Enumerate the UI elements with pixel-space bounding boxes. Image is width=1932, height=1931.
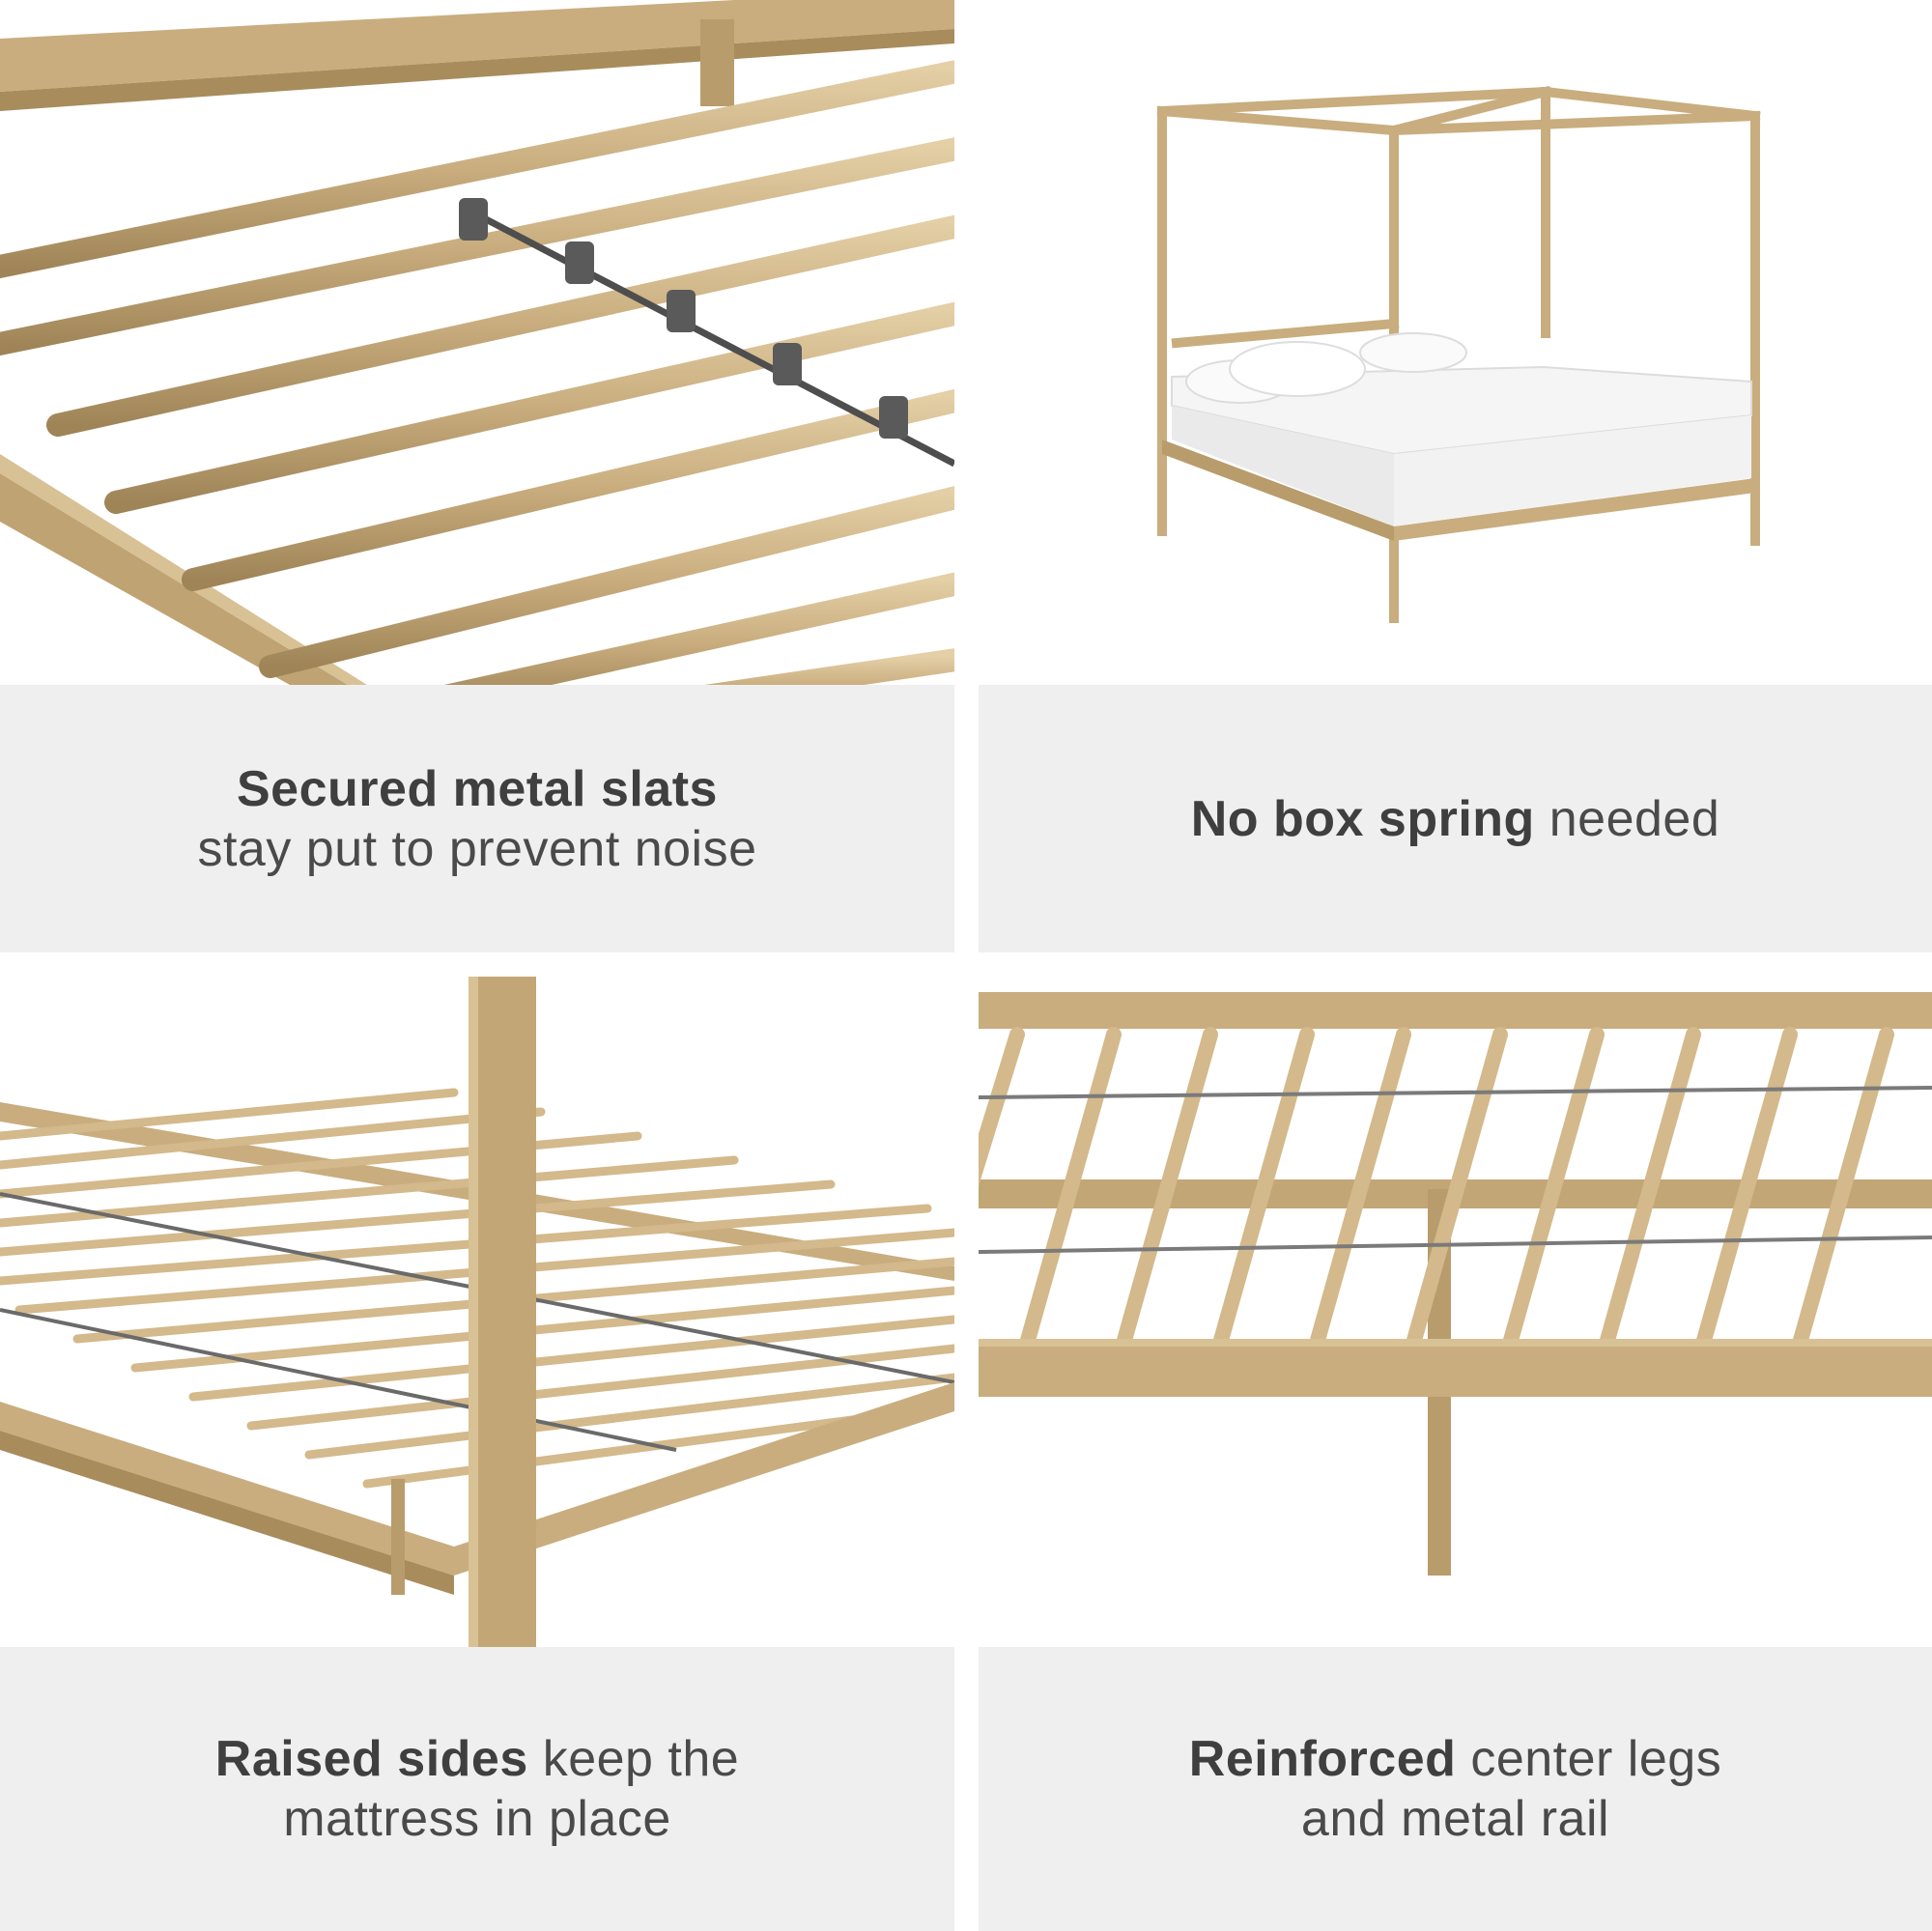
caption-raised-sides: Raised sides keep the mattress in place bbox=[0, 1647, 954, 1931]
caption-secured-metal-slats: Secured metal slats stay put to prevent … bbox=[0, 685, 954, 952]
metal-slats-closeup-image bbox=[0, 0, 954, 685]
metal-slats-illustration bbox=[0, 0, 954, 685]
raised-side-image bbox=[0, 977, 954, 1647]
center-legs-image bbox=[979, 977, 1932, 1647]
caption-text: Reinforced center legs and metal rail bbox=[1147, 1729, 1765, 1849]
caption-bold: No box spring bbox=[1190, 790, 1535, 847]
canopy-bed-image bbox=[979, 0, 1932, 685]
caption-bold: Raised sides bbox=[214, 1731, 528, 1787]
caption-text: Secured metal slats stay put to prevent … bbox=[197, 759, 756, 879]
raised-side-illustration bbox=[0, 977, 954, 1647]
caption-rest: stay put to prevent noise bbox=[197, 820, 757, 877]
caption-no-box-spring: No box spring needed bbox=[979, 685, 1932, 952]
caption-text: No box spring needed bbox=[1191, 789, 1720, 849]
caption-rest: center legs and metal rail bbox=[1300, 1731, 1737, 1847]
caption-rest: needed bbox=[1534, 790, 1720, 847]
caption-reinforced-legs: Reinforced center legs and metal rail bbox=[979, 1647, 1932, 1931]
caption-rest: keep the mattress in place bbox=[283, 1731, 754, 1847]
caption-bold: Reinforced bbox=[1188, 1731, 1457, 1787]
caption-bold: Secured metal slats bbox=[237, 760, 718, 817]
center-legs-illustration bbox=[979, 992, 1932, 1576]
caption-text: Raised sides keep the mattress in place bbox=[168, 1729, 786, 1849]
canopy-bed-illustration bbox=[1156, 85, 1761, 623]
